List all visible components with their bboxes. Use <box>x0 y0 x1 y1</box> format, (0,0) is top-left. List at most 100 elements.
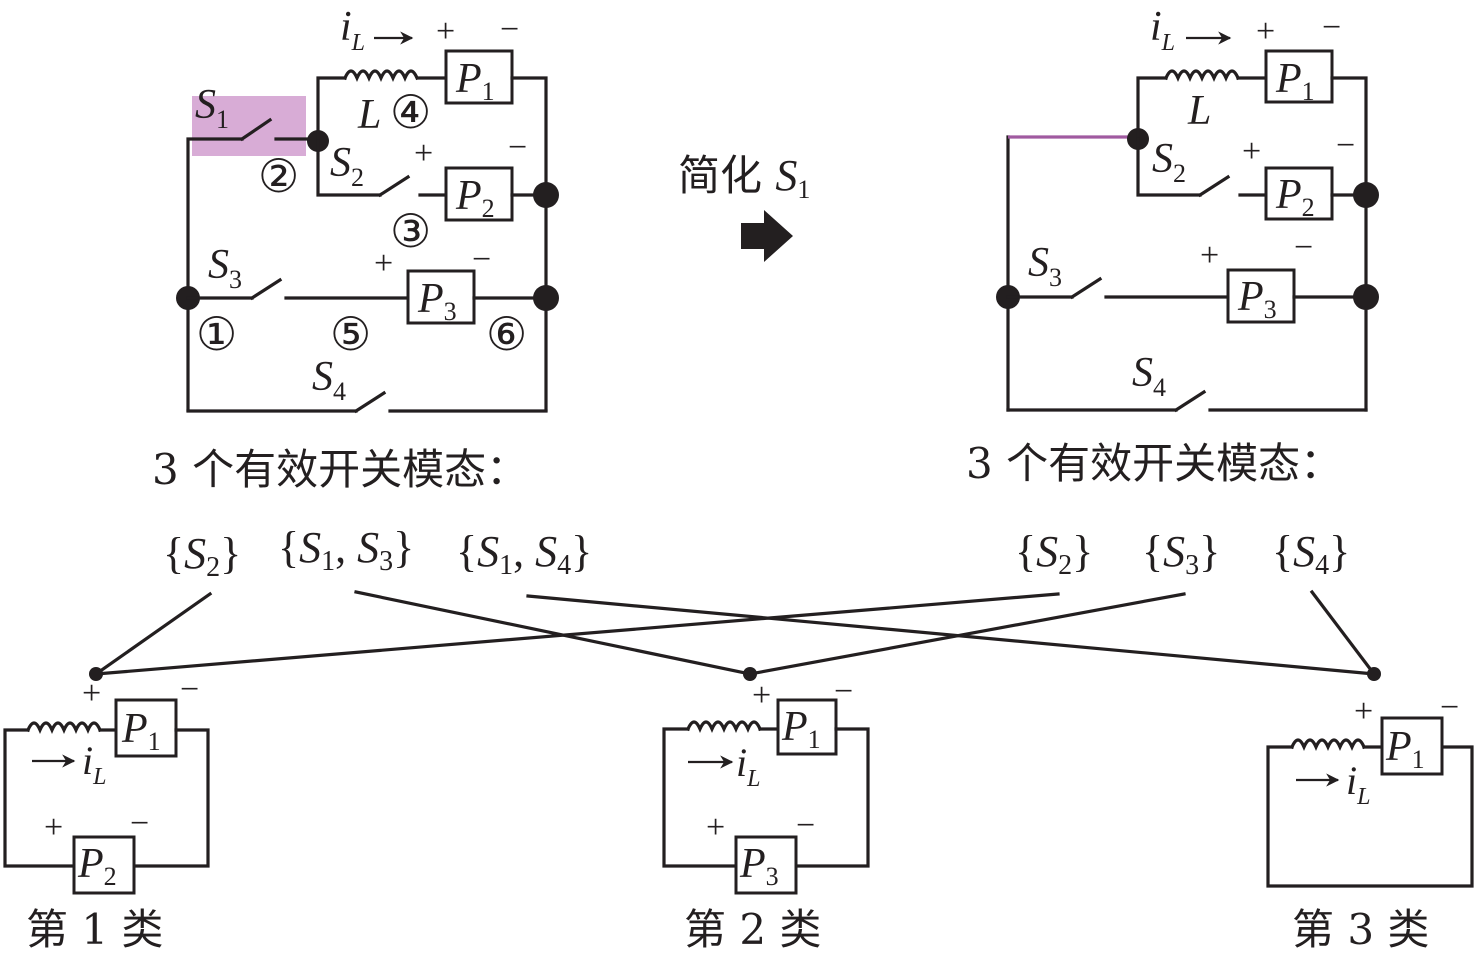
minus-sign: − <box>1336 127 1355 164</box>
inductor <box>685 720 763 734</box>
load-label: P3 <box>739 841 779 891</box>
minus-sign: − <box>796 807 815 844</box>
mapping-lines <box>89 589 1381 681</box>
plus-sign: + <box>1354 693 1373 730</box>
switch-s3-blade[interactable] <box>1069 276 1103 300</box>
wire <box>1136 76 1168 141</box>
minus-sign: − <box>1322 9 1341 46</box>
plus-sign: + <box>44 809 63 846</box>
junction-node <box>533 182 559 208</box>
minus-sign: − <box>130 805 149 842</box>
minus-sign: − <box>1440 689 1459 726</box>
right-modes-title: 3 个有效开关模态： <box>966 439 1342 488</box>
left-modes-title: 3 个有效开关模态： <box>152 445 528 494</box>
mode-set[interactable]: {S1, S4} <box>456 527 592 581</box>
mapping-line <box>94 592 1060 676</box>
minus-sign: − <box>508 129 527 166</box>
wire <box>3 728 76 868</box>
mode-set[interactable]: {S4} <box>1272 527 1350 581</box>
plus-sign: + <box>1256 13 1275 50</box>
mapping-node <box>743 667 757 681</box>
load-label: P1 <box>121 706 161 756</box>
wire <box>316 76 347 143</box>
plus-sign: + <box>82 675 101 712</box>
wire <box>662 727 738 868</box>
switch-label: S1 <box>195 82 229 134</box>
switch-label: S2 <box>1152 136 1186 188</box>
mapping-node <box>1367 667 1381 681</box>
node-number: ⑥ <box>486 309 527 360</box>
load-label: P1 <box>781 704 821 754</box>
switch-s3-blade[interactable] <box>249 277 283 301</box>
mode-set[interactable]: {S1, S3} <box>278 523 414 577</box>
switch-label: S4 <box>312 354 346 406</box>
wire <box>132 728 210 868</box>
mapping-line <box>748 592 1186 676</box>
switch-label: S3 <box>208 242 242 294</box>
junction-node <box>1353 284 1379 310</box>
plus-sign: + <box>436 13 455 50</box>
left-mode-sets: {S2} {S1, S3} {S1, S4} <box>163 523 592 583</box>
class-3-circuit: P1 iL + − 第 3 类 <box>1266 689 1474 954</box>
load-label: P3 <box>1237 274 1277 324</box>
load-p1 <box>444 49 514 105</box>
current-label: iL <box>1150 4 1175 56</box>
plus-sign: + <box>1242 133 1261 170</box>
mapping-line <box>354 590 752 676</box>
minus-sign: − <box>472 241 491 278</box>
mapping-line <box>1309 589 1377 677</box>
load-p1 <box>1380 716 1444 776</box>
load-label: P1 <box>1385 724 1425 774</box>
right-arrow-icon <box>741 210 793 262</box>
load-p2 <box>444 166 514 222</box>
inductor <box>1163 69 1241 83</box>
inductor <box>25 721 103 735</box>
mode-set[interactable]: {S3} <box>1142 527 1220 581</box>
plus-sign: + <box>374 245 393 282</box>
plus-sign: + <box>414 135 433 172</box>
mode-set[interactable]: {S2} <box>163 529 241 583</box>
current-label: iL <box>1346 758 1370 810</box>
switch-label: S4 <box>1132 350 1166 402</box>
class-label: 第 2 类 <box>684 905 821 954</box>
load-p1 <box>776 698 838 756</box>
node-number: ② <box>258 151 299 202</box>
load-label: P1 <box>455 56 495 106</box>
node-number: ④ <box>390 87 431 138</box>
switch-label: S3 <box>1028 240 1062 292</box>
mapping-line <box>93 591 213 677</box>
switch-s2-blade[interactable] <box>377 174 411 198</box>
switch-s4-blade[interactable] <box>1173 389 1207 413</box>
switch-s4-blade[interactable] <box>353 390 387 414</box>
wire <box>510 76 548 412</box>
mapping-line <box>526 594 1376 676</box>
switch-label: S2 <box>330 140 364 192</box>
class-1-circuit: P1 P2 iL + − + − 第 1 类 <box>3 671 210 954</box>
minus-sign: − <box>180 671 199 708</box>
load-label: P1 <box>1275 56 1315 106</box>
load-label: P2 <box>77 841 117 891</box>
load-p1 <box>114 698 178 758</box>
switch-s1-blade[interactable] <box>239 117 273 142</box>
wire <box>186 137 244 412</box>
wire <box>794 727 870 868</box>
wire <box>1266 745 1474 888</box>
plus-sign: + <box>752 677 771 714</box>
class-2-circuit: P1 P3 iL + − + − 第 2 类 <box>662 673 870 954</box>
inductor-label: L <box>1187 88 1211 134</box>
switch-s2-blade[interactable] <box>1197 174 1231 198</box>
wire <box>1136 137 1202 197</box>
minus-sign: − <box>500 11 519 48</box>
inductor-label: L <box>357 92 381 138</box>
wire <box>316 139 382 197</box>
current-label: iL <box>340 4 365 56</box>
mapping-node <box>89 667 103 681</box>
simplify-label: 简化 S1 <box>678 151 810 204</box>
class-label: 第 1 类 <box>26 905 163 954</box>
current-label: iL <box>736 740 760 792</box>
minus-sign: − <box>1294 229 1313 266</box>
load-p3 <box>734 835 798 895</box>
load-p2 <box>72 835 136 895</box>
mode-set[interactable]: {S2} <box>1015 527 1093 581</box>
